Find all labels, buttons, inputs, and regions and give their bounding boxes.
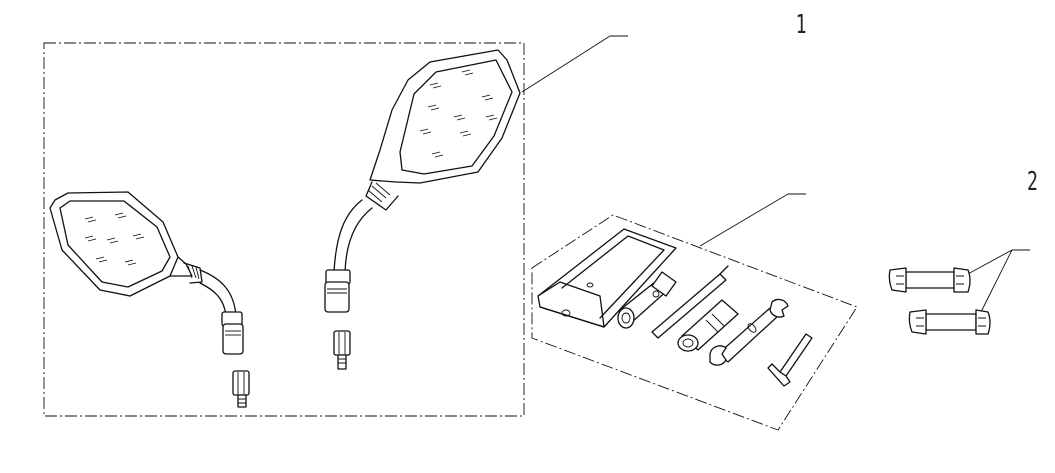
hex-key [767,333,813,387]
group-1-boundary [43,42,525,417]
callout-1-label: 1 [796,10,807,40]
screwdriver [677,299,739,352]
rubber-strap-lower [908,309,991,335]
right-mirror [324,49,521,370]
callout-2: 2 [699,167,1038,247]
tool-pouch [537,228,677,328]
screwdriver-bar [651,265,729,339]
left-mirror [49,191,250,408]
right-mirror-housing [369,49,521,184]
callout-2-label: 2 [1027,167,1038,197]
callout-1: 1 [521,10,807,93]
rubber-strap-upper [888,267,971,293]
left-mirror-housing [49,191,179,297]
callout-3: 3 [965,249,1030,319]
spark-plug-socket [617,271,677,329]
group-2-boundary [531,214,858,431]
open-end-wrench [709,298,789,366]
